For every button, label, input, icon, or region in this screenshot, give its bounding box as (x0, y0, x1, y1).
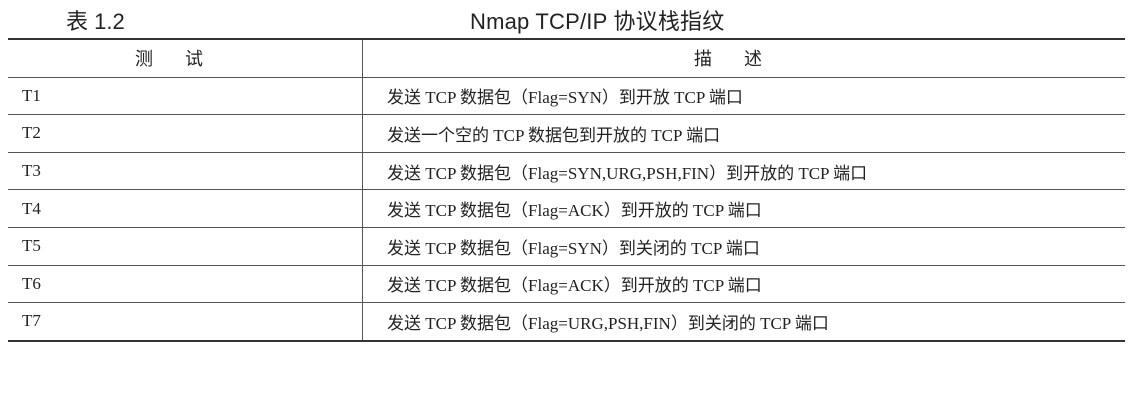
table-row: T1 发送 TCP 数据包（Flag=SYN）到开放 TCP 端口 (8, 77, 1125, 116)
description-cell: 发送 TCP 数据包（Flag=URG,PSH,FIN）到关闭的 TCP 端口 (387, 313, 829, 333)
header-test: 测试 (8, 39, 363, 78)
table-row: T7 发送 TCP 数据包（Flag=URG,PSH,FIN）到关闭的 TCP … (8, 302, 1125, 341)
test-cell: T2 (8, 114, 363, 153)
description-cell: 发送一个空的 TCP 数据包到开放的 TCP 端口 (362, 114, 1125, 153)
description-cell: 发送 TCP 数据包（Flag=ACK）到开放的 TCP 端口 (362, 265, 1125, 304)
test-cell: T5 (8, 227, 363, 266)
table-caption: 表 1.2 Nmap TCP/IP 协议栈指纹 (0, 0, 1133, 38)
table-title: Nmap TCP/IP 协议栈指纹 (470, 9, 725, 34)
fingerprint-table: 测试 描述 T1 发送 TCP 数据包（Flag=SYN）到开放 TCP 端口 … (8, 38, 1125, 342)
header-description: 描述 (362, 39, 1125, 78)
table-row: T3 发送 TCP 数据包（Flag=SYN,URG,PSH,FIN）到开放的 … (8, 152, 1125, 191)
test-cell: T1 (8, 77, 363, 116)
test-cell: T3 (8, 152, 363, 191)
test-cell: T6 (8, 265, 363, 304)
table-row: T6 发送 TCP 数据包（Flag=ACK）到开放的 TCP 端口 (8, 265, 1125, 304)
description-cell: 发送 TCP 数据包（Flag=ACK）到开放的 TCP 端口 (362, 189, 1125, 228)
table-header-row: 测试 描述 (8, 39, 1125, 78)
description-cell: 发送 TCP 数据包（Flag=SYN）到关闭的 TCP 端口 (362, 227, 1125, 266)
test-cell: T7 (8, 302, 363, 341)
table-number: 表 1.2 (66, 9, 125, 34)
description-cell: 发送 TCP 数据包（Flag=SYN）到开放 TCP 端口 (362, 77, 1125, 116)
table-row: T5 发送 TCP 数据包（Flag=SYN）到关闭的 TCP 端口 (8, 227, 1125, 266)
test-cell: T4 (8, 189, 363, 228)
description-cell: 发送 TCP 数据包（Flag=SYN,URG,PSH,FIN）到开放的 TCP… (362, 152, 1125, 191)
table-row: T2 发送一个空的 TCP 数据包到开放的 TCP 端口 (8, 114, 1125, 153)
table-row: T4 发送 TCP 数据包（Flag=ACK）到开放的 TCP 端口 (8, 189, 1125, 228)
